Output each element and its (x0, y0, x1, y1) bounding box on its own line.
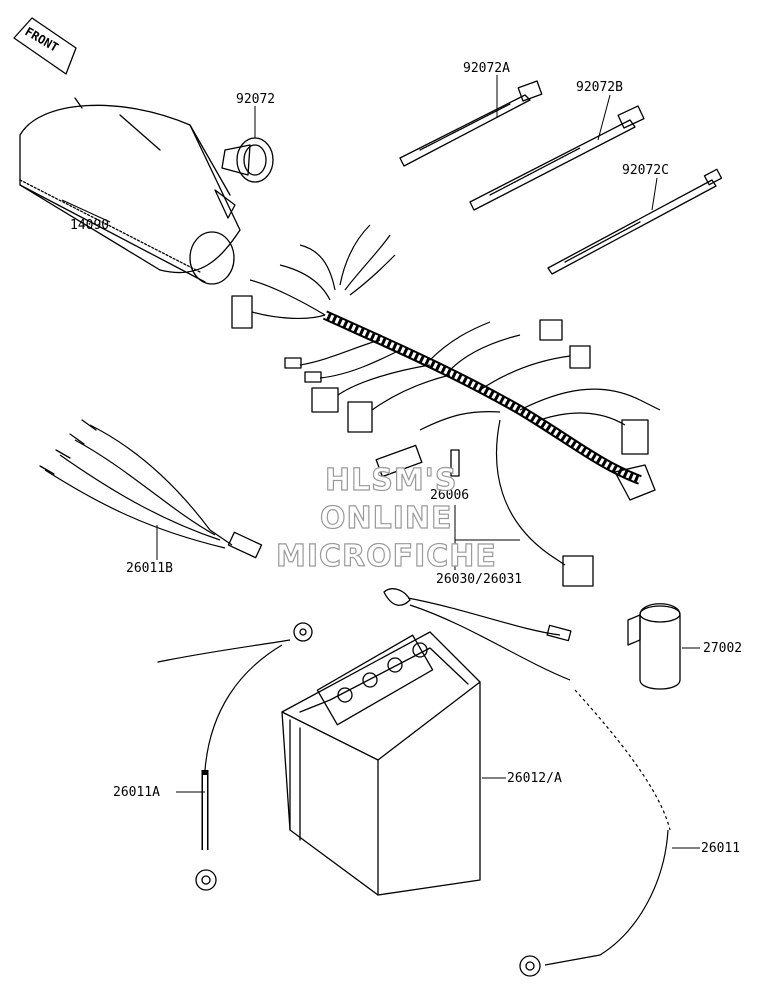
part-26011B-lead[interactable] (39, 419, 263, 559)
label-26006[interactable]: 26006 (430, 488, 469, 503)
part-27002-relay[interactable] (627, 603, 681, 690)
connector-right-d (614, 464, 656, 501)
part-92072A-band[interactable] (399, 80, 543, 167)
leader-92072C (651, 177, 658, 211)
label-27002[interactable]: 27002 (703, 641, 742, 656)
leader-92072B (597, 94, 611, 141)
part-26006-fuse[interactable] (450, 449, 460, 477)
part-92072-clamp[interactable] (221, 137, 274, 183)
label-92072[interactable]: 92072 (236, 92, 275, 107)
part-92072B-band[interactable] (469, 105, 645, 211)
connector-plug-b (347, 401, 373, 433)
watermark-line3: MICROFICHE (276, 539, 497, 574)
connector-right-b (569, 345, 591, 369)
front-label: FRONT (23, 24, 61, 54)
watermark-line1: HLSM'S (325, 463, 457, 498)
connector-26030 (562, 555, 594, 587)
main-wiring-harness[interactable] (231, 224, 661, 587)
label-26011[interactable]: 26011 (701, 841, 740, 856)
label-92072B[interactable]: 92072B (576, 80, 623, 95)
connector-left (231, 295, 253, 329)
part-26012-battery[interactable] (281, 631, 481, 896)
part-26011-cable[interactable] (383, 588, 671, 977)
connector-plug-a (311, 387, 339, 413)
watermark: HLSM'S ONLINE MICROFICHE (275, 462, 497, 574)
part-14090-cover[interactable] (19, 97, 241, 285)
label-92072A[interactable]: 92072A (463, 61, 510, 76)
label-26012[interactable]: 26012/A (507, 771, 562, 786)
leader-14090 (61, 199, 111, 223)
front-direction-arrow: FRONT (13, 17, 77, 75)
part-26011A-cable[interactable] (157, 622, 313, 891)
connector-right-a (539, 319, 563, 341)
label-26011B[interactable]: 26011B (126, 561, 173, 576)
label-92072C[interactable]: 92072C (622, 163, 669, 178)
part-92072C-band[interactable] (547, 168, 723, 275)
label-26011A[interactable]: 26011A (113, 785, 160, 800)
label-26030[interactable]: 26030/26031 (436, 572, 522, 587)
label-14090[interactable]: 14090 (70, 218, 109, 233)
connector-right-c (621, 419, 649, 455)
fuse-holder (375, 444, 423, 478)
watermark-line2: ONLINE (320, 501, 453, 536)
